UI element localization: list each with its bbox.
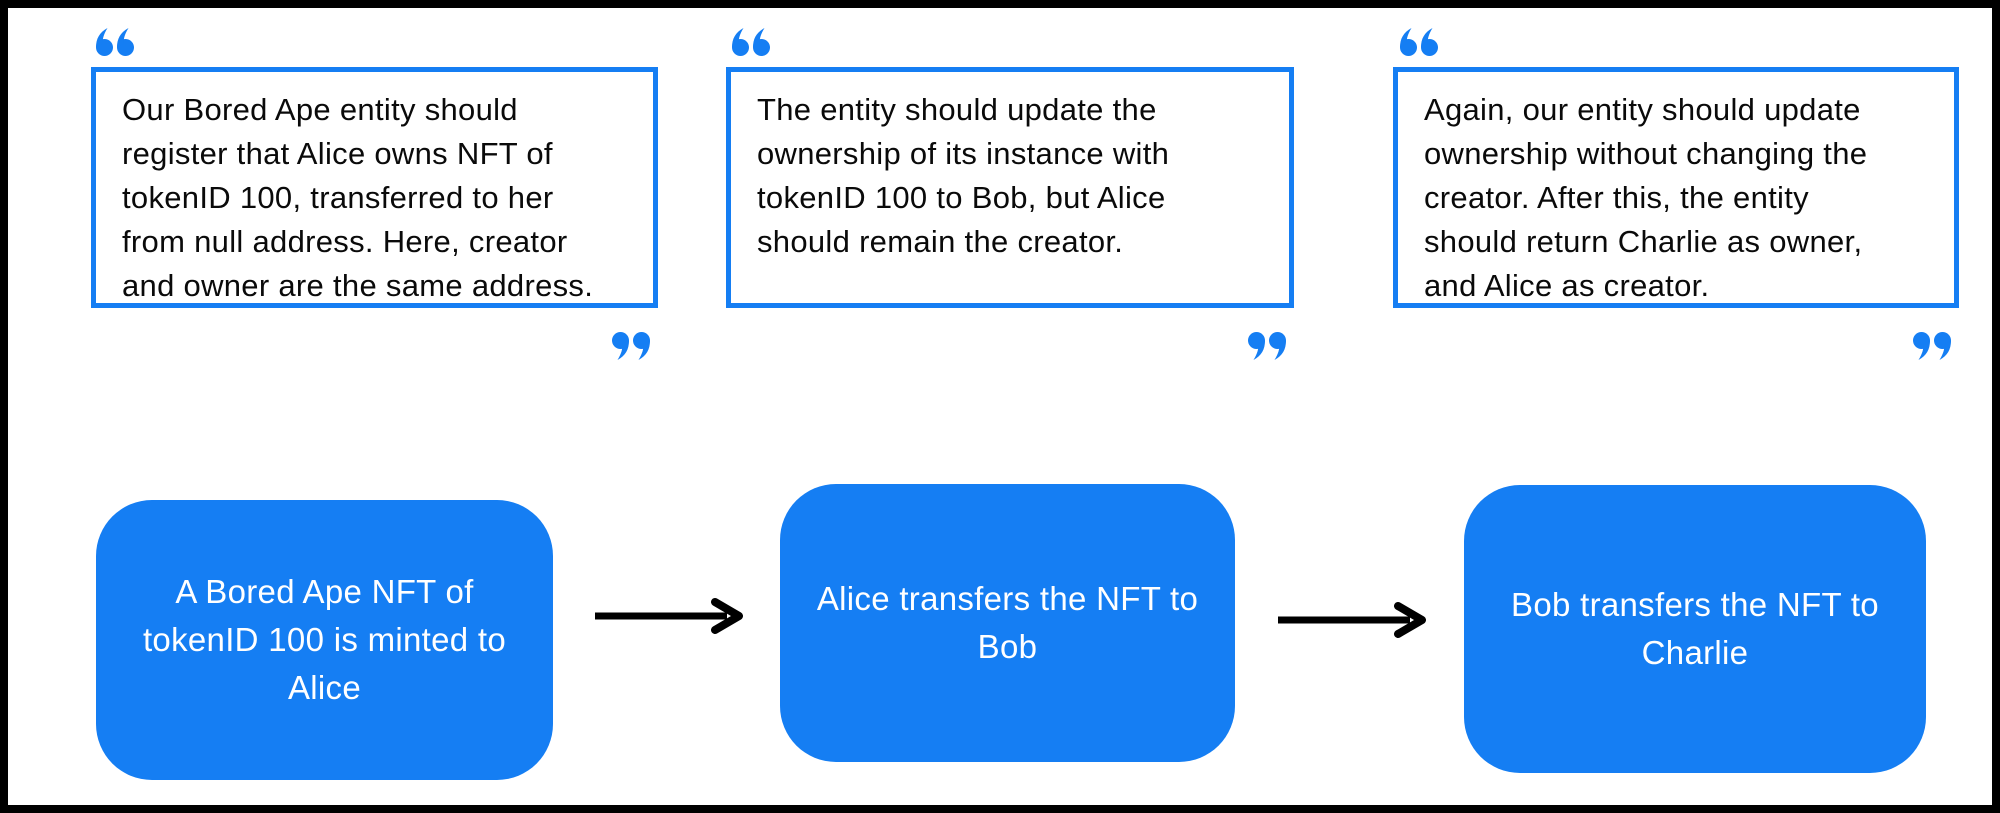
close-quote-icon [1248,332,1288,360]
open-quote-icon [1398,28,1438,56]
quote-text: Again, our entity should update ownershi… [1424,92,1868,303]
flow-step-mint: A Bored Ape NFT of tokenID 100 is minted… [96,500,553,780]
open-quote-icon [730,28,770,56]
step-label: A Bored Ape NFT of tokenID 100 is minted… [142,573,507,706]
flow-step-bob-to-charlie: Bob transfers the NFT to Charlie [1464,485,1926,773]
close-quote-icon [612,332,652,360]
step-label: Bob transfers the NFT to Charlie [1511,586,1879,671]
open-quote-icon [94,28,134,56]
quote-card-mint: Our Bored Ape entity should register tha… [91,67,658,308]
flow-step-alice-to-bob: Alice transfers the NFT to Bob [780,484,1235,762]
flow-arrow-right-icon [1274,600,1426,640]
step-label: Alice transfers the NFT to Bob [816,580,1199,665]
close-quote-icon [1913,332,1953,360]
quote-text: The entity should update the ownership o… [757,92,1170,259]
quote-card-transfer-charlie: Again, our entity should update ownershi… [1393,67,1959,308]
flow-arrow-right-icon [591,596,743,636]
quote-text: Our Bored Ape entity should register tha… [122,92,594,303]
quote-card-transfer-bob: The entity should update the ownership o… [726,67,1294,308]
